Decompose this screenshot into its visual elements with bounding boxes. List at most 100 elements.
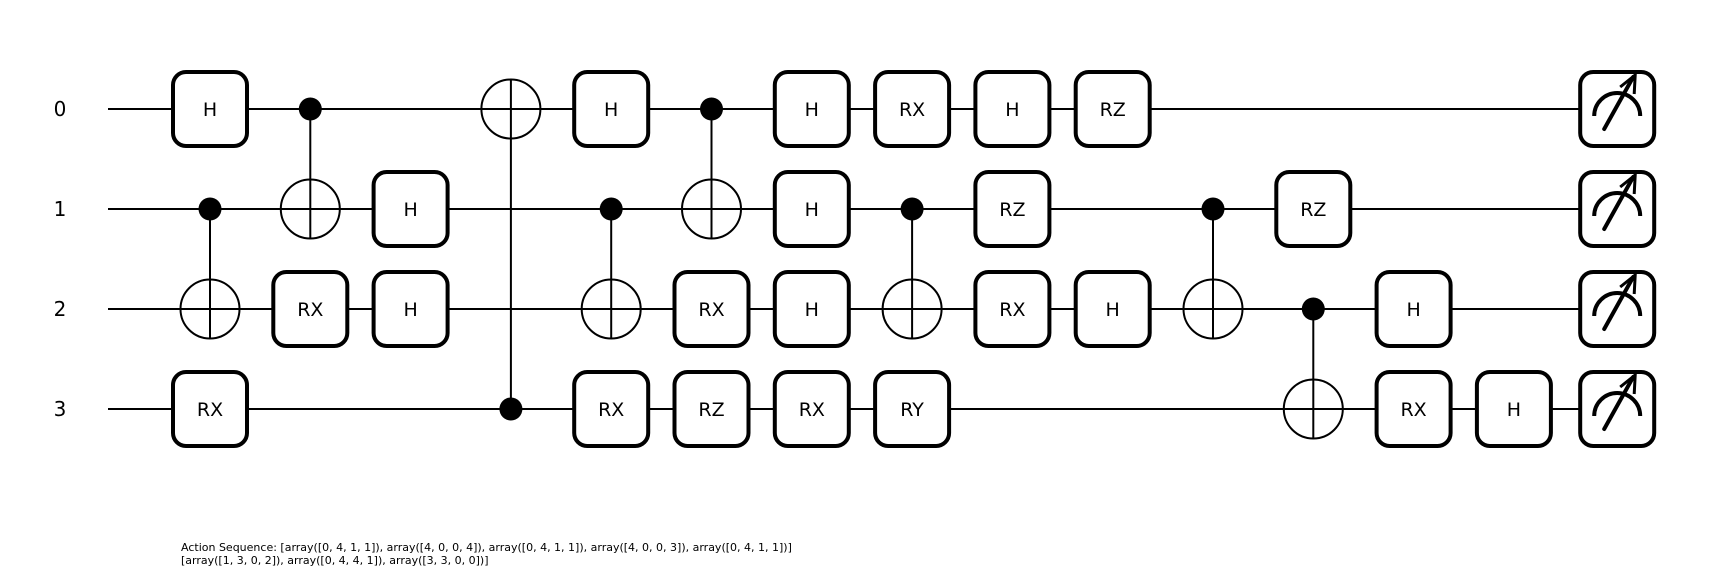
cnot-control-dot (700, 97, 723, 121)
cnot-gate-c1-t2 (881, 197, 943, 340)
gate-box (772, 270, 851, 348)
caption-line-1: [array([1, 3, 0, 2]), array([0, 4, 4, 1]… (181, 554, 489, 567)
gate-h-q3: H (1474, 370, 1553, 448)
gate-box (1274, 170, 1353, 248)
gate-box (371, 270, 450, 348)
action-sequence-caption: Action Sequence: [array([0, 4, 1, 1]), a… (181, 541, 792, 567)
gate-rx-q3: RX (1374, 370, 1453, 448)
gate-label: RX (799, 399, 825, 421)
gate-box (1374, 270, 1453, 348)
gate-rx-q3: RX (772, 370, 851, 448)
meter-needle-icon (1602, 375, 1636, 431)
gate-rz-q0: RZ (1073, 70, 1152, 148)
gate-label: H (604, 99, 618, 121)
cnot-gate-c3-t0 (480, 78, 542, 421)
meter-needle-icon (1602, 175, 1636, 231)
gate-box (1073, 270, 1152, 348)
gate-rx-q3: RX (572, 370, 651, 448)
measure-gate-q2 (1578, 270, 1657, 348)
meter-arc-icon (1592, 391, 1643, 417)
gate-rx-q2: RX (672, 270, 751, 348)
gate-box (672, 370, 751, 448)
gate-label: H (203, 99, 217, 121)
gate-label: RX (999, 299, 1025, 321)
measure-gate-q3 (1578, 370, 1657, 448)
gate-label: RX (899, 99, 925, 121)
gate-box (1073, 70, 1152, 148)
gate-box (973, 170, 1052, 248)
cnot-control-dot (599, 197, 623, 221)
gate-h-q2: H (371, 270, 450, 348)
gate-h-q1: H (371, 170, 450, 248)
gate-label: RZ (1300, 199, 1326, 221)
cnot-gate-c2-t3 (1282, 297, 1344, 440)
cnot-gate-c0-t1 (681, 97, 742, 240)
gate-label: H (805, 299, 819, 321)
meter-arc-icon (1592, 91, 1643, 117)
qubit-label-0: 0 (54, 97, 67, 121)
meter-arrowhead-icon (1619, 271, 1637, 295)
gate-box (171, 70, 249, 148)
gate-rz-q1: RZ (973, 170, 1052, 248)
gate-label: H (1406, 299, 1420, 321)
measure-gate-q1 (1578, 170, 1657, 248)
gate-rx-q0: RX (873, 70, 952, 148)
meter-needle-icon (1602, 275, 1636, 331)
meter-arrowhead-icon (1619, 71, 1637, 95)
gate-h-q0: H (171, 70, 249, 148)
gate-rx-q2: RX (271, 270, 350, 348)
gate-h-q0: H (973, 70, 1052, 148)
cnot-control-dot (298, 97, 322, 121)
gate-label: H (403, 299, 417, 321)
gate-ry-q3: RY (873, 370, 952, 448)
gate-label: H (1106, 299, 1120, 321)
gate-label: RZ (698, 399, 724, 421)
gate-box (171, 370, 249, 448)
gate-box (572, 70, 651, 148)
gate-label: RX (698, 299, 724, 321)
gate-box (873, 70, 952, 148)
qubit-label-1: 1 (54, 197, 67, 221)
gate-box (371, 170, 450, 248)
gate-box (973, 270, 1052, 348)
qubit-wires (108, 108, 1615, 410)
caption-line-0: Action Sequence: [array([0, 4, 1, 1]), a… (181, 541, 792, 554)
gate-label: RX (297, 299, 323, 321)
gate-box (873, 370, 952, 448)
gate-h-q0: H (572, 70, 651, 148)
meter-arc-icon (1592, 191, 1643, 217)
cnot-gate-c1-t2 (1182, 197, 1244, 340)
gate-box (973, 70, 1052, 148)
qubit-label-2: 2 (54, 297, 67, 321)
cnot-control-dot (198, 197, 222, 221)
qubit-label-3: 3 (54, 397, 67, 421)
cnot-gate-c0-t1 (279, 97, 341, 240)
cnot-gate-c1-t2 (179, 197, 241, 340)
gate-label: RZ (999, 199, 1025, 221)
meter-arc-icon (1592, 291, 1643, 317)
cnot-control-dot (499, 397, 523, 421)
gate-box (572, 370, 651, 448)
gate-box (772, 170, 851, 248)
gate-h-q1: H (772, 170, 851, 248)
measure-gate-q0 (1578, 70, 1657, 148)
cnot-control-dot (1301, 297, 1325, 321)
gate-label: RX (1400, 399, 1426, 421)
gate-h-q0: H (772, 70, 851, 148)
meter-needle-icon (1602, 75, 1636, 131)
meter-arrowhead-icon (1619, 171, 1637, 195)
gate-rz-q3: RZ (672, 370, 751, 448)
gate-label: RZ (1100, 99, 1126, 121)
gate-box (772, 70, 851, 148)
qubit-labels: 0 1 2 3 (54, 97, 67, 421)
gate-label: RY (900, 399, 924, 421)
gate-box (672, 270, 751, 348)
gate-box (271, 270, 350, 348)
gate-label: H (805, 199, 819, 221)
gate-label: H (805, 99, 819, 121)
gate-label: H (1005, 99, 1019, 121)
cnot-control-dot (1201, 197, 1225, 221)
gate-label: RX (598, 399, 624, 421)
